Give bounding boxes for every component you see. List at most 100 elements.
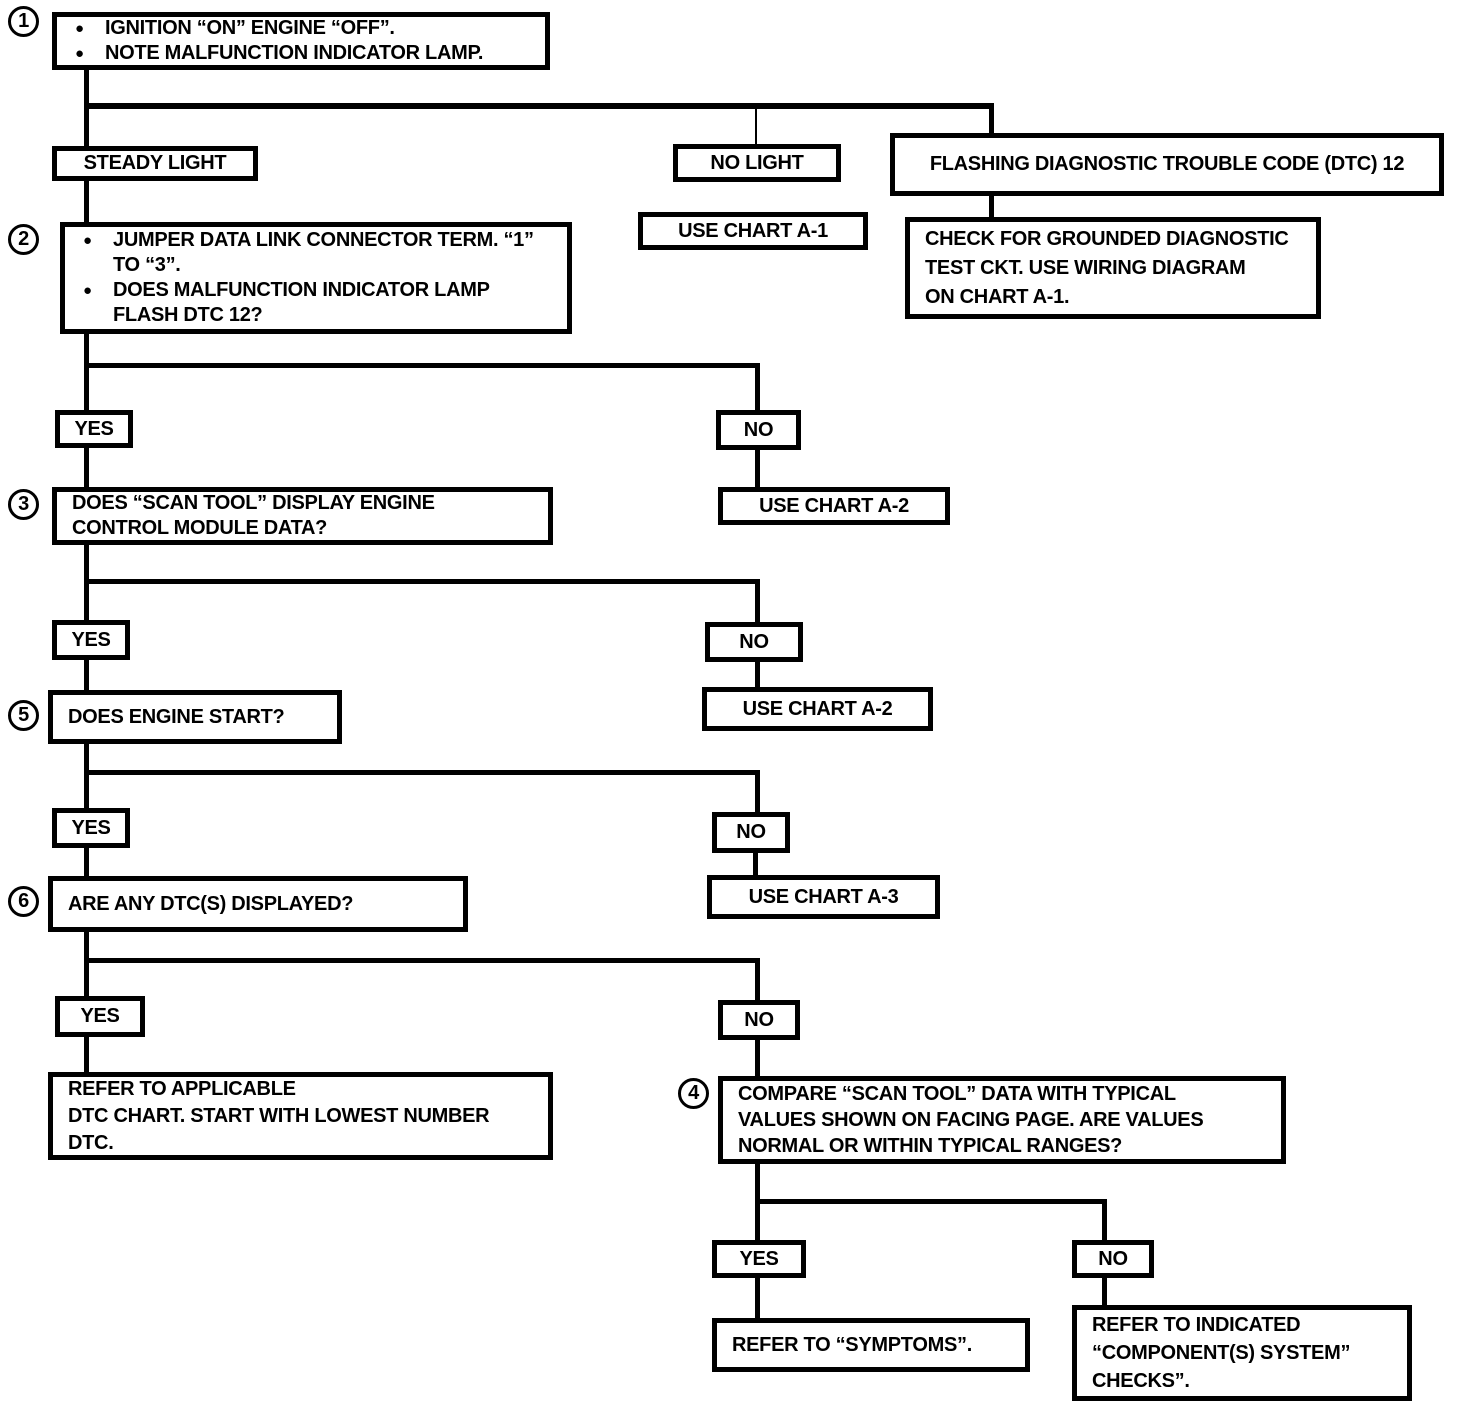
start-box: ● IGNITION “ON” ENGINE “OFF”. ● NOTE MAL… bbox=[52, 12, 550, 70]
use-chart-a2-box-2: USE CHART A-2 bbox=[702, 687, 933, 731]
no-box-1: NO bbox=[716, 410, 801, 450]
no-box-4: NO bbox=[718, 1000, 800, 1040]
yes-box-3: YES bbox=[52, 808, 130, 848]
connector bbox=[84, 1035, 89, 1074]
refer-dtc-chart-box: REFER TO APPLICABLE DTC CHART. START WIT… bbox=[48, 1072, 553, 1160]
step-6-label: 6 bbox=[18, 890, 29, 912]
compare-line-1: COMPARE “SCAN TOOL” DATA WITH TYPICAL bbox=[738, 1083, 1176, 1105]
connector bbox=[1102, 1276, 1107, 1307]
connector bbox=[84, 846, 89, 878]
check-grounded-line-3: ON CHART A-1. bbox=[925, 285, 1070, 308]
yes-box-4: YES bbox=[55, 996, 145, 1037]
steady-light-label: STEADY LIGHT bbox=[83, 152, 227, 174]
connector bbox=[755, 660, 760, 689]
jumper-bullet-1-line-1: JUMPER DATA LINK CONNECTOR TERM. “1” bbox=[113, 229, 534, 251]
jumper-bullet-2-line-2: FLASH DTC 12? bbox=[113, 304, 263, 326]
no-light-box: NO LIGHT bbox=[673, 144, 841, 182]
no-light-label: NO LIGHT bbox=[710, 151, 804, 174]
jumper-terminals-box: ● JUMPER DATA LINK CONNECTOR TERM. “1” T… bbox=[60, 222, 572, 334]
connector bbox=[84, 579, 89, 622]
use-chart-a3-label: USE CHART A-3 bbox=[748, 885, 899, 908]
connector bbox=[755, 1038, 760, 1078]
check-grounded-line-2: TEST CKT. USE WIRING DIAGRAM bbox=[925, 256, 1246, 279]
connector bbox=[989, 194, 994, 219]
step-2-marker: 2 bbox=[8, 224, 39, 255]
no-label-4: NO bbox=[744, 1008, 774, 1031]
no-label-3: NO bbox=[736, 821, 766, 843]
flashing-dtc12-box: FLASHING DIAGNOSTIC TROUBLE CODE (DTC) 1… bbox=[890, 133, 1444, 196]
connector bbox=[84, 446, 89, 489]
connector bbox=[84, 958, 89, 998]
connector bbox=[753, 851, 758, 877]
connector bbox=[755, 1162, 760, 1204]
refer-symptoms-box: REFER TO “SYMPTOMS”. bbox=[712, 1318, 1030, 1372]
connector bbox=[989, 103, 994, 136]
connector bbox=[84, 70, 89, 108]
check-grounded-line-1: CHECK FOR GROUNDED DIAGNOSTIC bbox=[925, 227, 1289, 250]
jumper-bullet-2-line-1: DOES MALFUNCTION INDICATOR LAMP bbox=[113, 279, 490, 301]
connector bbox=[84, 179, 89, 224]
yes-box-5: YES bbox=[712, 1240, 806, 1278]
no-box-5: NO bbox=[1072, 1240, 1154, 1278]
connector bbox=[84, 742, 89, 775]
refer-component-line-1: REFER TO INDICATED bbox=[1092, 1314, 1301, 1336]
connector bbox=[84, 332, 89, 368]
yes-label-4: YES bbox=[80, 1005, 120, 1027]
compare-line-3: NORMAL OR WITHIN TYPICAL RANGES? bbox=[738, 1135, 1123, 1157]
connector bbox=[84, 363, 760, 368]
start-bullet-1: IGNITION “ON” ENGINE “OFF”. bbox=[105, 17, 395, 39]
use-chart-a2-box-1: USE CHART A-2 bbox=[718, 487, 950, 525]
start-bullet-2: NOTE MALFUNCTION INDICATOR LAMP. bbox=[105, 42, 484, 64]
no-box-3: NO bbox=[712, 812, 790, 853]
scan-tool-line-1: DOES “SCAN TOOL” DISPLAY ENGINE bbox=[72, 492, 435, 514]
connector bbox=[755, 1276, 760, 1320]
use-chart-a1-label: USE CHART A-1 bbox=[678, 219, 828, 242]
step-4-label: 4 bbox=[688, 1082, 699, 1104]
flashing-dtc12-label: FLASHING DIAGNOSTIC TROUBLE CODE (DTC) 1… bbox=[929, 153, 1405, 175]
steady-light-box: STEADY LIGHT bbox=[52, 146, 258, 181]
dtc-displayed-label: ARE ANY DTC(S) DISPLAYED? bbox=[68, 892, 354, 915]
connector bbox=[84, 770, 89, 810]
connector bbox=[84, 770, 760, 775]
jumper-bullet-1-line-2: TO “3”. bbox=[113, 254, 181, 276]
engine-start-label: DOES ENGINE START? bbox=[68, 705, 285, 728]
use-chart-a2-label-2: USE CHART A-2 bbox=[742, 697, 893, 720]
connector bbox=[755, 770, 760, 814]
step-3-label: 3 bbox=[18, 493, 29, 515]
yes-box-1: YES bbox=[55, 410, 133, 448]
yes-label-2: YES bbox=[71, 628, 111, 651]
use-chart-a3-box: USE CHART A-3 bbox=[707, 875, 940, 919]
refer-dtc-line-2: DTC CHART. START WITH LOWEST NUMBER bbox=[68, 1104, 490, 1127]
refer-component-line-2: “COMPONENT(S) SYSTEM” bbox=[1092, 1342, 1351, 1364]
connector bbox=[755, 103, 757, 146]
bullet-icon: ● bbox=[75, 20, 84, 37]
yes-label-1: YES bbox=[74, 417, 114, 440]
yes-box-2: YES bbox=[52, 620, 130, 660]
yes-label-3: YES bbox=[71, 816, 111, 839]
use-chart-a1-box: USE CHART A-1 bbox=[638, 212, 868, 250]
connector bbox=[84, 363, 89, 412]
bullet-icon: ● bbox=[75, 45, 84, 62]
no-label-5: NO bbox=[1098, 1247, 1128, 1270]
connector bbox=[84, 658, 89, 690]
scan-tool-display-box: DOES “SCAN TOOL” DISPLAY ENGINE CONTROL … bbox=[52, 487, 553, 545]
refer-component-checks-box: REFER TO INDICATED “COMPONENT(S) SYSTEM”… bbox=[1072, 1305, 1412, 1401]
step-1-label: 1 bbox=[18, 10, 29, 32]
connector bbox=[755, 579, 760, 624]
step-2-label: 2 bbox=[18, 228, 29, 250]
check-grounded-box: CHECK FOR GROUNDED DIAGNOSTIC TEST CKT. … bbox=[905, 217, 1321, 319]
step-3-marker: 3 bbox=[8, 489, 39, 520]
refer-component-line-3: CHECKS”. bbox=[1092, 1370, 1190, 1392]
connector bbox=[84, 579, 760, 584]
connector bbox=[755, 1199, 1107, 1204]
step-1-marker: 1 bbox=[8, 6, 39, 37]
bullet-icon: ● bbox=[83, 282, 92, 299]
refer-symptoms-label: REFER TO “SYMPTOMS”. bbox=[732, 1333, 972, 1356]
connector bbox=[84, 930, 89, 964]
connector bbox=[84, 543, 89, 583]
no-box-2: NO bbox=[705, 622, 803, 662]
no-label-2: NO bbox=[739, 630, 769, 653]
connector bbox=[84, 103, 89, 150]
bullet-icon: ● bbox=[83, 232, 92, 249]
